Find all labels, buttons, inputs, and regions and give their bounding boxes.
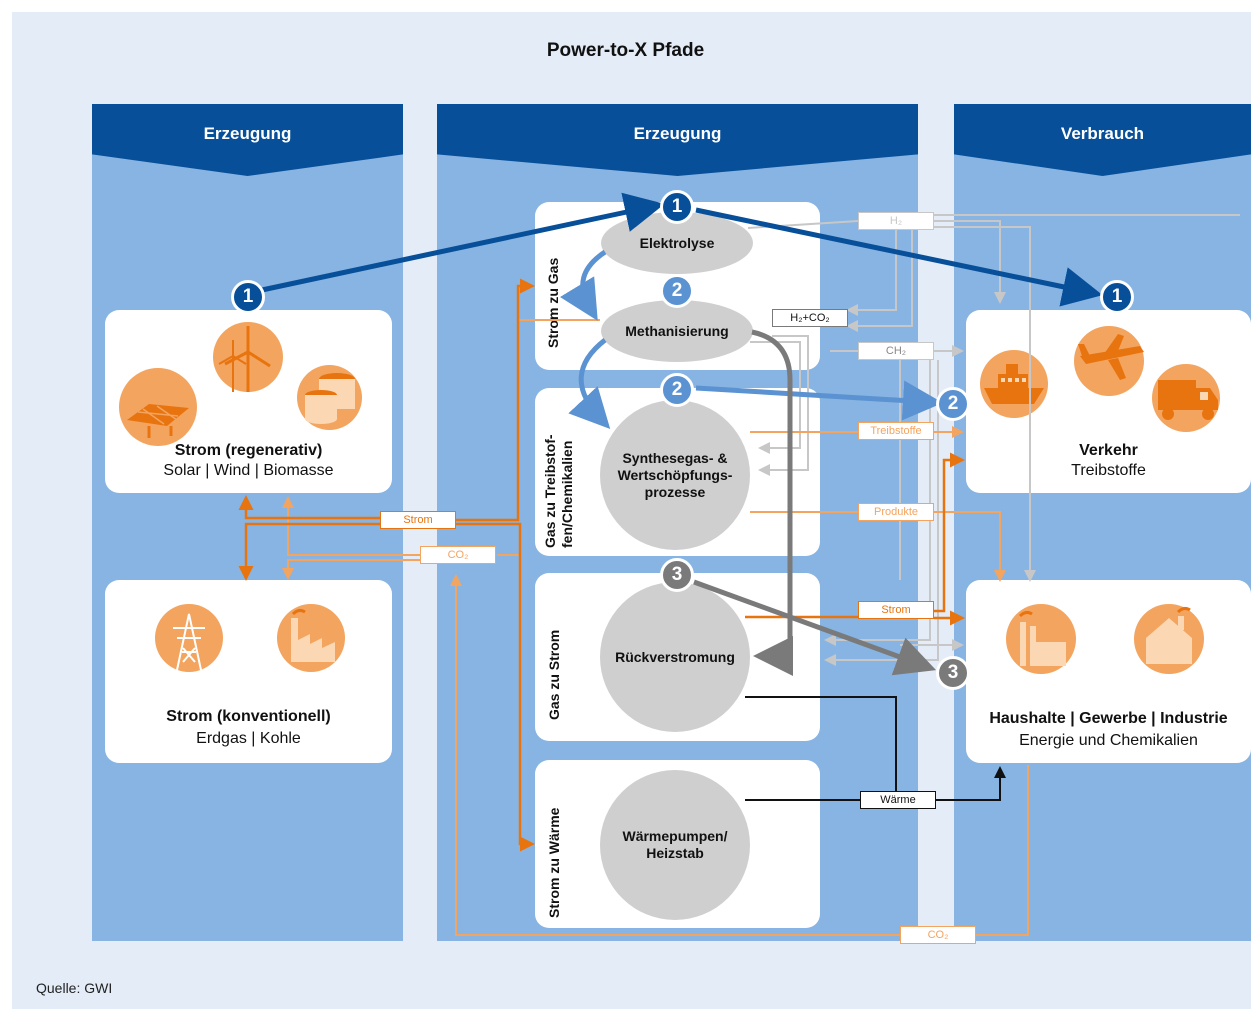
process-synthese: Synthesegas- &Wertschöpfungs-prozesse [600,400,750,550]
column-right: Verbrauch [954,104,1251,941]
source-conventional-sub: Erdgas | Kohle [196,730,301,747]
source-renewable: Strom (regenerativ) Solar | Wind | Bioma… [105,310,392,493]
source-conventional-title: Strom (konventionell) [166,708,331,725]
source-conventional: Strom (konventionell) Erdgas | Kohle [105,580,392,763]
flow-label-ch2: CH₂ [858,342,934,360]
process-methanisierung: Methanisierung [601,300,753,362]
house-icon [1134,604,1204,674]
airplane-icon [1074,326,1144,396]
consumer-haushalte-title: Haushalte | Gewerbe | Industrie [989,710,1228,727]
path-3-flows [693,329,937,676]
process-rueckverstromung: Rückverstromung [600,582,750,732]
process-line: Heizstab [646,845,704,861]
heat-flows [745,696,1006,801]
solar-panel-icon [119,368,197,446]
path-1-flows [261,192,1103,307]
consumer-verkehr-sub: Treibstoffe [1071,462,1146,479]
consumer-haushalte-sub: Energie und Chemikalien [1019,732,1198,749]
badge-path-2-methanisierung: 2 [660,274,694,308]
process-line: Wertschöpfungs- [617,466,733,483]
badge-path-1-source: 1 [231,280,265,314]
biogas-tank-icon [297,365,362,430]
flow-label-h2co2: H₂+CO₂ [772,309,848,327]
badge-path-1-elektrolyse: 1 [660,190,694,224]
flow-label-strom-right: Strom [858,601,934,619]
power-pylon-icon [155,604,223,672]
flow-label-co2-bottom: CO₂ [900,926,976,944]
light-grey-flows [747,214,1240,666]
flow-label-waerme: Wärme [860,791,936,809]
flow-label-h2: H₂ [858,212,934,230]
source-note: Quelle: GWI [36,980,113,996]
process-waermepumpen: Wärmepumpen/Heizstab [600,770,750,920]
consumer-verkehr-title: Verkehr [1079,442,1138,459]
light-orange-flows [282,319,1029,936]
consumer-verkehr: Verkehr Treibstoffe [966,310,1251,493]
flow-label-produkte: Produkte [858,503,934,521]
flow-label-treibstoffe: Treibstoffe [858,422,934,440]
source-renewable-title: Strom (regenerativ) [174,442,323,459]
factory-icon [277,604,345,672]
process-line: Synthesegas- & [622,449,728,466]
consumer-haushalte: Haushalte | Gewerbe | Industrie Energie … [966,580,1251,763]
badge-path-3-rueckverstromung: 3 [660,558,694,592]
wind-turbine-icon [213,322,283,408]
industry-icon [1006,604,1076,674]
badge-path-2-verkehr: 2 [936,387,970,421]
process-line: prozesse [644,483,706,500]
diagram-title: Power-to-X Pfade [546,40,705,61]
flow-label-strom-left: Strom [380,511,456,529]
flow-label-co2-left: CO₂ [420,546,496,564]
orange-flows [238,278,965,852]
badge-path-2-synthese: 2 [660,373,694,407]
badge-path-1-verkehr: 1 [1100,280,1134,314]
truck-icon [1152,364,1220,432]
process-line: Wärmepumpen/ [622,828,728,844]
path-2-flows [559,249,943,429]
source-renewable-sub: Solar | Wind | Biomasse [163,462,334,479]
badge-path-3-haushalte: 3 [936,656,970,690]
column-left: Erzeugung [92,104,403,941]
